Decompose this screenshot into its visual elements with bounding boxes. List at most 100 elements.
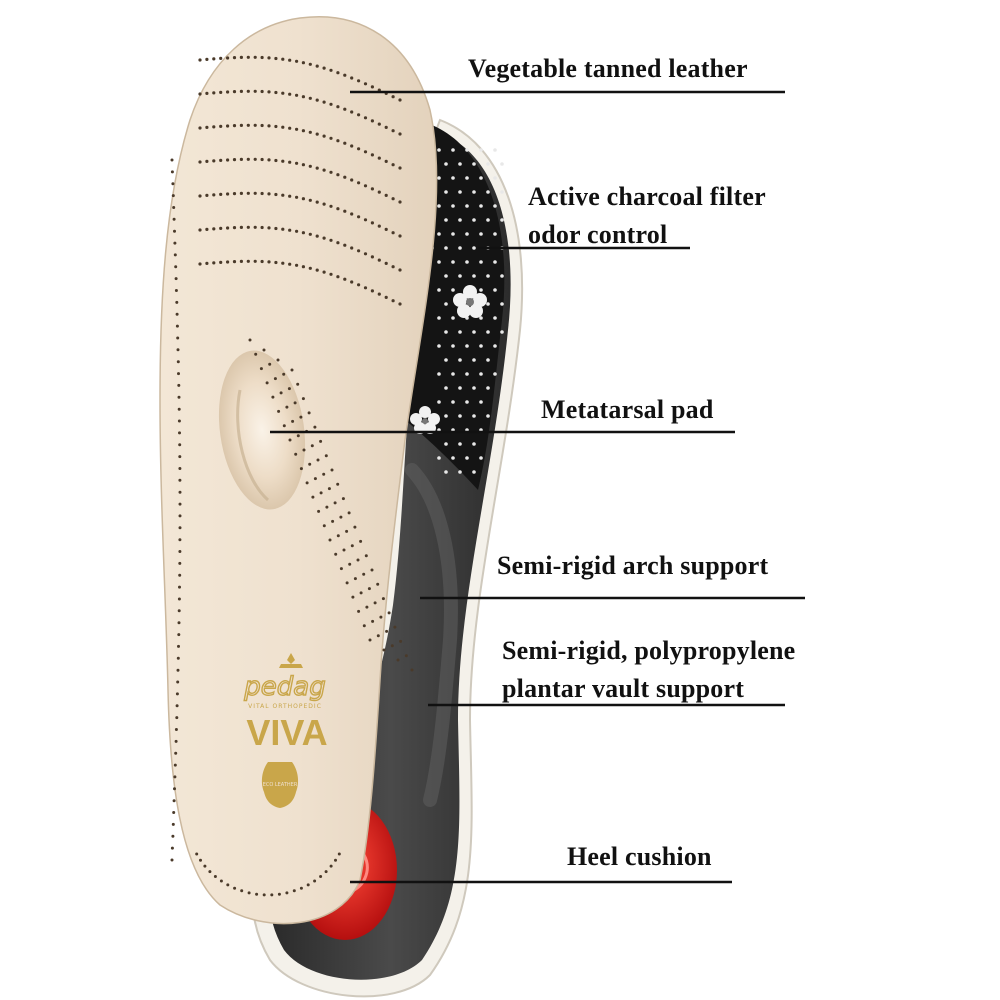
perforation-dot	[357, 147, 361, 151]
perforation-dot	[325, 505, 329, 509]
perforation-dot	[288, 262, 292, 266]
perforation-dot	[308, 462, 312, 466]
perforation-dot	[205, 91, 209, 95]
perforation-dot	[301, 265, 305, 269]
perforation-dot	[329, 238, 333, 242]
perforation-dot	[308, 164, 312, 168]
perforation-dot	[295, 127, 299, 131]
perforation-dot	[281, 125, 285, 129]
perforation-dot	[267, 192, 271, 196]
perforation-dot	[295, 161, 299, 165]
perforation-dot	[174, 277, 178, 281]
perforation-dot	[399, 639, 403, 643]
perforation-dot	[377, 190, 381, 194]
perforation-dot	[281, 227, 285, 231]
perforation-dot	[301, 163, 305, 167]
charcoal-dot	[444, 470, 448, 474]
perforation-dot	[363, 286, 368, 290]
perforation-dot	[343, 141, 347, 145]
perforation-dot	[404, 654, 408, 658]
perforation-dot	[267, 56, 271, 60]
perforation-dot	[319, 491, 323, 495]
perforation-dot	[398, 200, 402, 204]
perforation-dot	[177, 621, 181, 625]
perforation-dot	[260, 89, 264, 94]
perforation-dot	[302, 448, 306, 452]
perforation-dot	[288, 126, 292, 130]
perforation-dot	[219, 879, 223, 883]
perforation-dot	[329, 204, 333, 208]
perforation-dot	[239, 191, 243, 195]
perforation-dot	[301, 61, 305, 65]
perforation-dot	[277, 409, 281, 413]
perforation-dot	[173, 763, 177, 767]
perforation-dot	[246, 157, 250, 161]
perforation-dot	[176, 360, 180, 364]
charcoal-dot	[444, 274, 448, 278]
perforation-dot	[363, 218, 368, 222]
perforation-dot	[248, 338, 252, 342]
charcoal-dot	[500, 330, 504, 334]
perforation-dot	[371, 619, 375, 623]
perforation-dot	[336, 482, 340, 486]
charcoal-dot	[479, 316, 483, 320]
perforation-dot	[175, 300, 179, 304]
charcoal-dot	[444, 302, 448, 306]
perforation-dot	[299, 467, 303, 471]
perforation-dot	[176, 336, 180, 340]
perforation-dot	[370, 119, 374, 123]
charcoal-dot	[472, 218, 476, 222]
perforation-dot	[357, 249, 361, 253]
perforation-dot	[260, 225, 264, 230]
perforation-dot	[336, 105, 340, 109]
charcoal-dot	[472, 386, 476, 390]
perforation-dot	[177, 644, 180, 648]
perforation-dot	[305, 481, 309, 485]
perforation-dot	[198, 160, 202, 164]
perforation-dot	[170, 858, 174, 862]
perforation-dot	[308, 130, 312, 134]
charcoal-dot	[437, 288, 441, 292]
perforation-dot	[174, 289, 178, 292]
perforation-dot	[370, 568, 374, 572]
perforation-dot	[329, 170, 333, 174]
perforation-dot	[373, 601, 377, 605]
charcoal-dot	[458, 442, 462, 446]
charcoal-dot	[444, 190, 448, 194]
perforation-dot	[233, 886, 237, 890]
charcoal-dot	[444, 442, 448, 446]
perforation-dot	[359, 539, 363, 543]
perforation-dot	[329, 864, 333, 868]
perforation-dot	[177, 372, 180, 376]
perforation-dot	[319, 875, 323, 878]
perforation-dot	[173, 229, 176, 233]
perforation-dot	[212, 159, 216, 163]
perforation-dot	[385, 629, 389, 633]
perforation-dot	[260, 259, 264, 264]
perforation-dot	[330, 468, 334, 472]
charcoal-dot	[465, 260, 469, 264]
perforation-dot	[295, 93, 299, 97]
perforation-dot	[170, 170, 174, 174]
perforation-dot	[173, 775, 177, 779]
perforation-dot	[226, 226, 230, 230]
perforation-dot	[307, 411, 311, 415]
perforation-dot	[177, 407, 181, 411]
charcoal-dot	[451, 372, 455, 376]
perforation-dot	[336, 534, 340, 538]
perforation-dot	[255, 892, 259, 896]
perforation-dot	[281, 261, 285, 265]
charcoal-dot	[437, 372, 441, 376]
perforation-dot	[384, 295, 388, 299]
charcoal-dot	[444, 386, 448, 390]
perforation-dot	[212, 57, 216, 61]
charcoal-dot	[458, 274, 462, 278]
charcoal-dot	[451, 316, 455, 320]
charcoal-dot	[472, 470, 476, 474]
perforation-dot	[322, 236, 326, 240]
perforation-dot	[398, 98, 402, 102]
charcoal-dot	[493, 148, 497, 152]
perforation-dot	[219, 124, 223, 128]
perforation-dot	[260, 157, 264, 162]
perforation-dot	[357, 113, 361, 117]
